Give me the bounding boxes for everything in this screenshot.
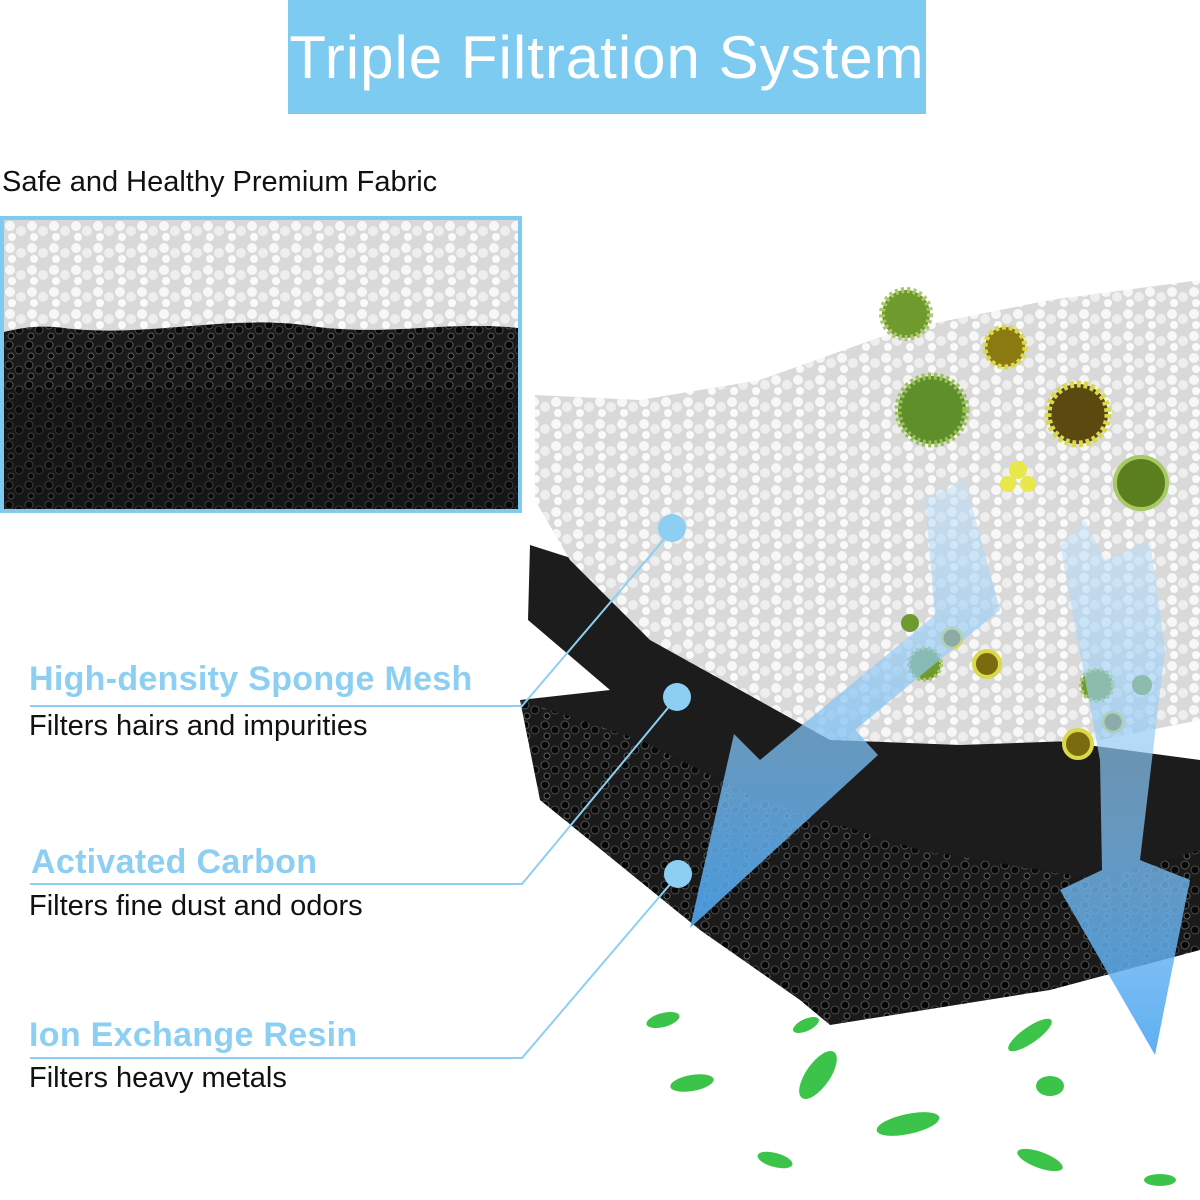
title-banner: Triple Filtration System [288, 0, 926, 114]
layer-desc-carbon: Filters fine dust and odors [29, 890, 363, 922]
flow-arrow-icon [690, 480, 1190, 1055]
layer-name-resin: Ion Exchange Resin [29, 1016, 358, 1054]
page-title: Triple Filtration System [289, 23, 925, 91]
layer-desc-sponge: Filters hairs and impurities [29, 710, 368, 742]
fabric-swatch-image [0, 216, 522, 513]
fabric-label: Safe and Healthy Premium Fabric [2, 166, 438, 198]
sponge-layer [535, 280, 1200, 745]
resin-layer [520, 700, 1200, 1025]
layer-desc-resin: Filters heavy metals [29, 1062, 287, 1094]
leaf-icon [646, 1011, 1176, 1186]
layer-name-sponge: High-density Sponge Mesh [29, 660, 473, 698]
callout-lines [30, 529, 679, 1059]
callout-dot-icon [658, 514, 692, 888]
layer-name-carbon: Activated Carbon [31, 843, 318, 881]
